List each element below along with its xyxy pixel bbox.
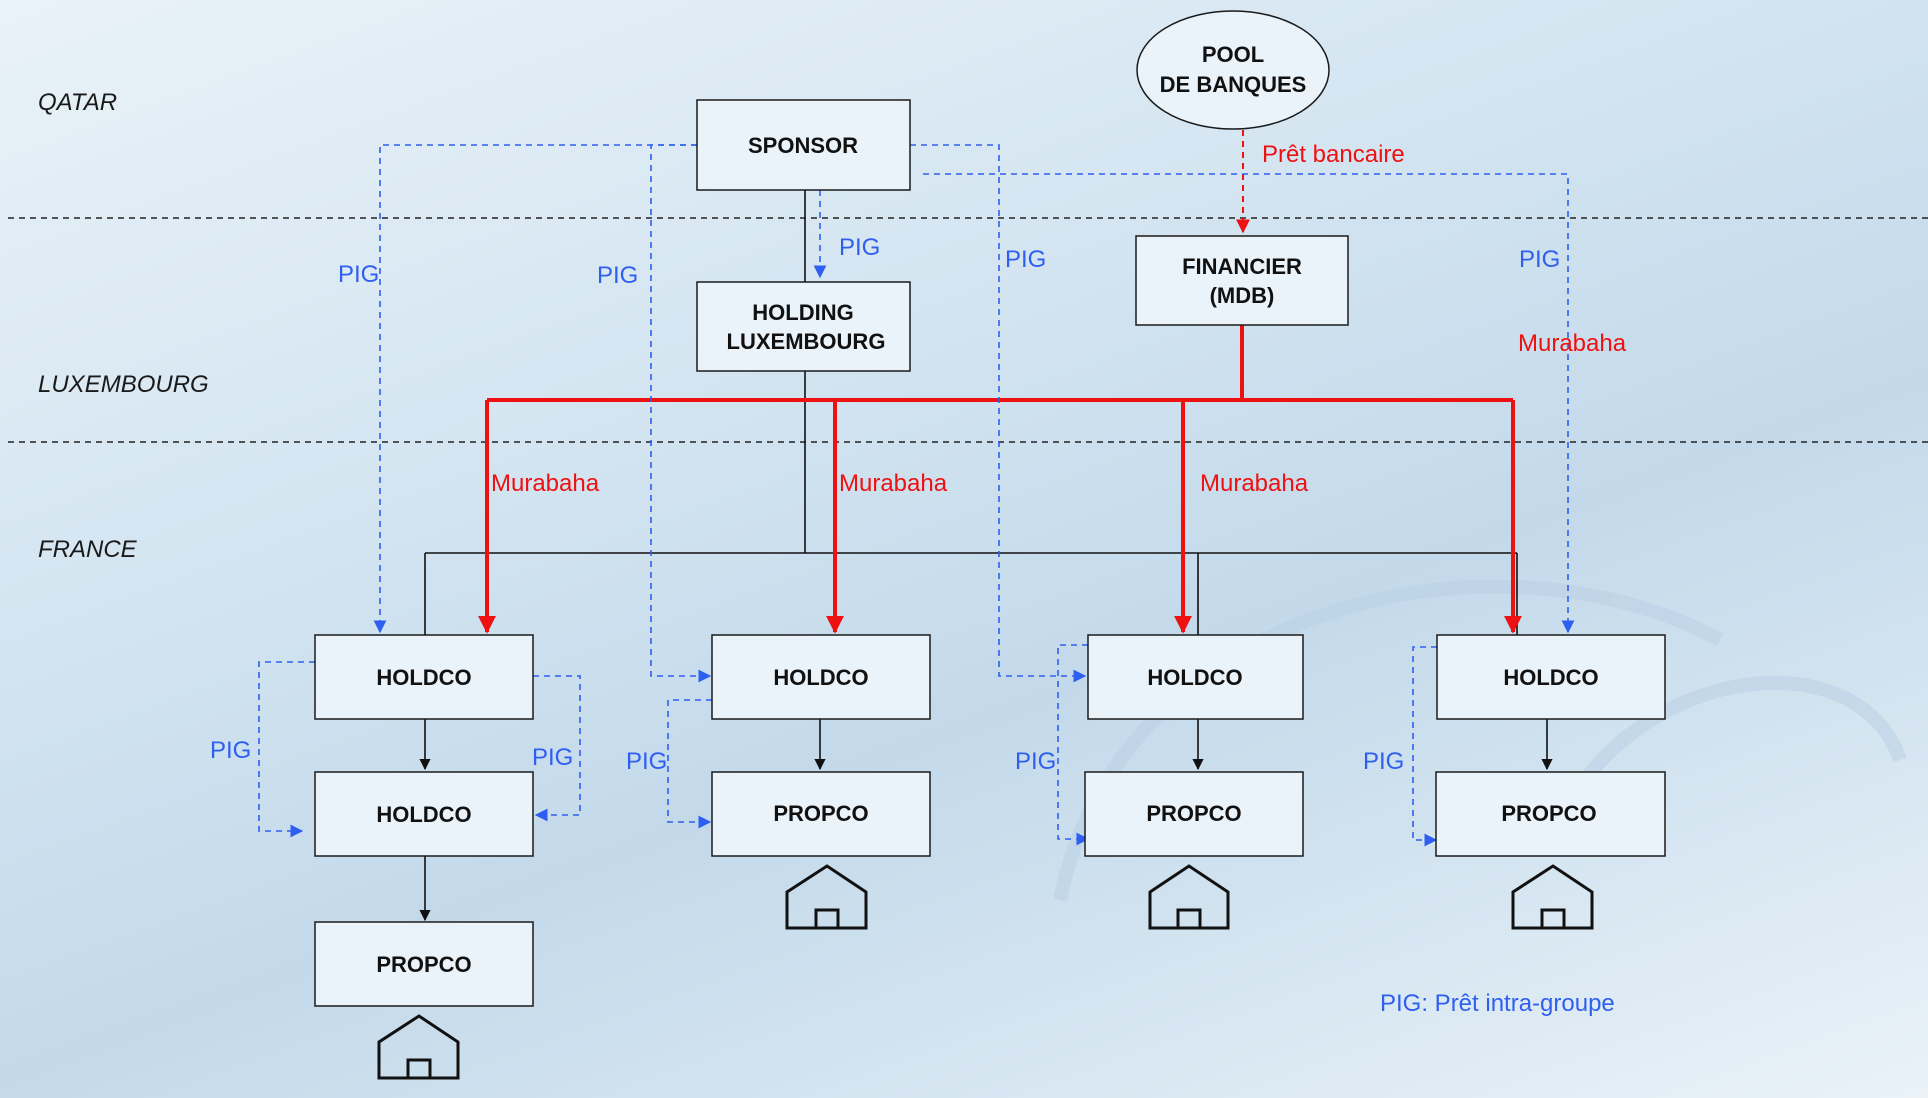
pig-label: PIG (338, 261, 379, 288)
murabaha-label: Murabaha (491, 470, 600, 497)
holdco-label: HOLDCO (1503, 665, 1598, 690)
holdco-node: HOLDCO (314, 634, 534, 720)
pig-label: PIG (1015, 748, 1056, 775)
propco-label: PROPCO (376, 952, 471, 977)
murabaha-label: Murabaha (1518, 330, 1627, 357)
holdco-label: HOLDCO (376, 802, 471, 827)
murabaha-label: Murabaha (1200, 470, 1309, 497)
holdco-label: HOLDCO (773, 665, 868, 690)
holding-lux-label-line2: LUXEMBOURG (727, 329, 886, 354)
holdco-node: HOLDCO (1436, 634, 1666, 720)
propco-label: PROPCO (1501, 801, 1596, 826)
pig-label: PIG (1005, 246, 1046, 273)
region-label-luxembourg: LUXEMBOURG (38, 371, 209, 398)
pig-label: PIG (1519, 246, 1560, 273)
pig-flows (258, 144, 1575, 847)
building-icon (377, 1014, 460, 1080)
murabaha-lines (478, 130, 1522, 634)
pool-label-line1: POOL (1202, 42, 1264, 67)
financier-label-line1: FINANCIER (1182, 254, 1302, 279)
propco-node: PROPCO (1435, 771, 1666, 857)
sponsor-node: SPONSOR (696, 99, 911, 191)
financier-label-line2: (MDB) (1210, 283, 1275, 308)
propco-node: PROPCO (711, 771, 931, 857)
building-icon (1511, 864, 1594, 930)
pool-de-banques-node: POOL DE BANQUES (1136, 10, 1330, 130)
holdco-node: HOLDCO (1087, 634, 1304, 720)
pool-label-line2: DE BANQUES (1160, 72, 1307, 97)
pig-label: PIG (1363, 748, 1404, 775)
building-icon (1148, 864, 1230, 930)
propco-node: PROPCO (1084, 771, 1304, 857)
propco-label: PROPCO (1146, 801, 1241, 826)
legend-text: PIG: Prêt intra-groupe (1380, 990, 1615, 1017)
pig-label: PIG (532, 744, 573, 771)
region-label-france: FRANCE (38, 536, 138, 563)
holdco-label: HOLDCO (376, 665, 471, 690)
propco-node: PROPCO (314, 921, 534, 1007)
pig-label: PIG (839, 234, 880, 261)
building-icon (785, 864, 868, 930)
holdco-node: HOLDCO (711, 634, 931, 720)
holdco-node: HOLDCO (314, 771, 534, 857)
pig-label: PIG (210, 737, 251, 764)
region-label-qatar: QATAR (38, 89, 117, 116)
holdco-label: HOLDCO (1147, 665, 1242, 690)
propco-label: PROPCO (773, 801, 868, 826)
holding-luxembourg-node: HOLDING LUXEMBOURG (696, 281, 911, 372)
sponsor-label: SPONSOR (748, 133, 858, 158)
pig-label: PIG (597, 262, 638, 289)
murabaha-label: Murabaha (839, 470, 948, 497)
pret-bancaire-label: Prêt bancaire (1262, 141, 1405, 168)
financier-node: FINANCIER (MDB) (1135, 235, 1349, 326)
ownership-lines (419, 190, 1553, 922)
holding-lux-label-line1: HOLDING (752, 300, 853, 325)
pig-label: PIG (626, 748, 667, 775)
